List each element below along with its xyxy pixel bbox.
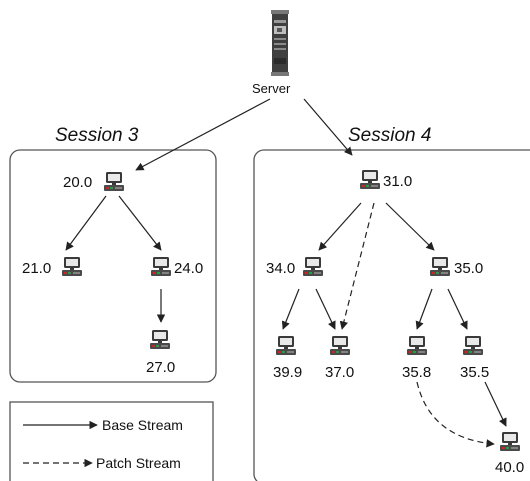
node-label-40: 40.0 [495,459,524,476]
session-4-box [253,149,530,481]
computer-icon-20 [104,172,124,191]
session-4-title: Session 4 [348,125,431,146]
computer-icon-34 [303,257,323,276]
computer-icon-21 [62,257,82,276]
edge-35-355 [447,288,468,330]
edge-358-40-patch [416,381,495,448]
computer-icon-37 [330,336,350,355]
node-label-34: 34.0 [266,260,295,277]
edge-34-37 [315,288,336,330]
node-label-355: 35.5 [460,364,489,381]
node-label-399: 39.9 [273,364,302,381]
edge-31-34 [318,202,362,251]
node-label-21: 21.0 [22,260,51,277]
computer-icon-399 [276,336,296,355]
computer-icon-40 [500,432,520,451]
edge-34-399 [281,288,300,330]
edge-31-37-patch [339,202,375,330]
legend-base-label: Base Stream [102,417,183,433]
session-3-box [9,149,217,383]
edge-355-40 [484,381,507,427]
computer-icon-355 [463,336,483,355]
legend-box [9,401,214,481]
edge-server-20 [135,98,271,171]
server-label: Server [252,81,291,96]
legend-patch-label: Patch Stream [96,455,181,471]
node-label-37: 37.0 [325,364,354,381]
computer-icon-24 [151,257,171,276]
node-label-27: 27.0 [146,359,175,376]
server-icon [271,10,289,76]
edge-31-35 [385,202,435,251]
node-label-358: 35.8 [402,364,431,381]
computer-icon-31 [360,170,380,189]
computer-icon-35 [430,257,450,276]
computer-icon-358 [407,336,427,355]
node-label-35: 35.0 [454,260,483,277]
node-label-31: 31.0 [383,173,412,190]
session-3-title: Session 3 [55,125,139,146]
computer-icon-27 [150,330,170,349]
edge-35-358 [415,288,433,330]
edge-20-24 [118,195,162,251]
node-label-20: 20.0 [63,174,92,191]
node-label-24: 24.0 [174,260,203,277]
edge-20-21 [65,195,107,251]
edge-server-31 [303,98,353,156]
